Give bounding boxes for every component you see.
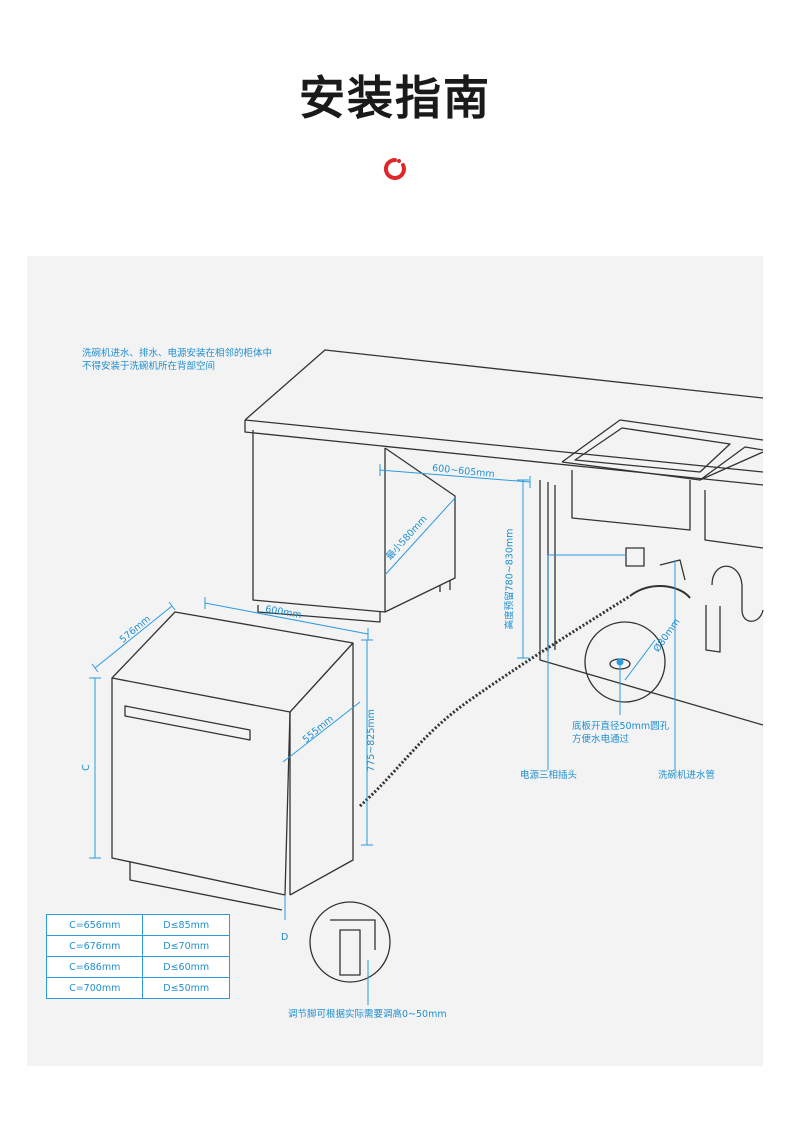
spec-d-cell: D≤70mm xyxy=(142,935,230,957)
hole-note-line1: 底板开直径50mm圆孔 xyxy=(572,721,670,732)
foot-d-label: D xyxy=(281,932,289,943)
spec-c-cell: C=686mm xyxy=(45,956,144,978)
spec-d-cell: D≤85mm xyxy=(142,914,230,936)
page-title: 安装指南 xyxy=(299,71,491,125)
table-row: C=656mm D≤85mm xyxy=(45,914,230,936)
spec-c-cell: C=676mm xyxy=(45,935,144,957)
height-c-label: C xyxy=(80,764,92,771)
spec-table: C=656mm D≤85mm C=676mm D≤70mm C=686mm D≤… xyxy=(45,914,230,999)
foot-adjust-label: 调节脚可根据实际需要调高0~50mm xyxy=(288,1009,447,1020)
table-row: C=686mm D≤60mm xyxy=(45,956,230,978)
dishwasher-height-label: 775~825mm xyxy=(365,709,377,772)
spec-d-cell: D≤60mm xyxy=(142,956,230,978)
power-plug-label: 电源三相插头 xyxy=(520,770,578,781)
install-note-line2: 不得安装于洗碗机所在背部空间 xyxy=(82,361,216,372)
table-row: C=700mm D≤50mm xyxy=(45,977,230,999)
install-note: 洗碗机进水、排水、电源安装在相邻的柜体中 不得安装于洗碗机所在背部空间 xyxy=(82,347,272,373)
brand-logo-icon xyxy=(383,157,406,180)
hole-note: 底板开直径50mm圆孔 方便水电通过 xyxy=(572,720,669,746)
height-reserve-label: 高度预留780~830mm xyxy=(504,528,516,630)
spec-c-cell: C=656mm xyxy=(45,914,144,936)
inlet-pipe-label: 洗碗机进水管 xyxy=(658,770,716,781)
table-row: C=676mm D≤70mm xyxy=(45,935,230,957)
spec-c-cell: C=700mm xyxy=(45,977,144,999)
spec-d-cell: D≤50mm xyxy=(142,977,230,999)
hole-note-line2: 方便水电通过 xyxy=(572,734,630,745)
install-note-line1: 洗碗机进水、排水、电源安装在相邻的柜体中 xyxy=(82,348,273,359)
